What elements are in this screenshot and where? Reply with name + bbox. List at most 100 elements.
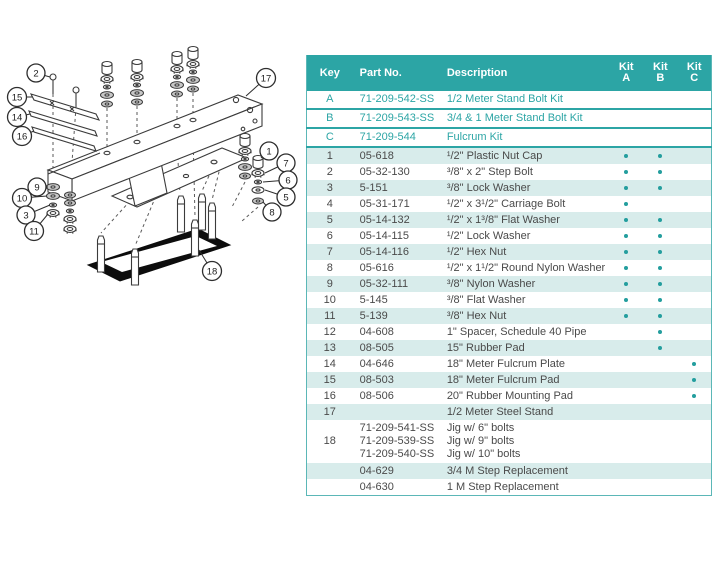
kit-dot bbox=[624, 249, 629, 254]
description-cell: 15" Rubber Pad bbox=[440, 340, 610, 356]
description-cell: 18" Meter Fulcrum Pad bbox=[440, 372, 610, 388]
description-cell: 1 M Step Replacement bbox=[446, 480, 559, 493]
kit-b-cell bbox=[643, 276, 678, 292]
kit-dot bbox=[624, 313, 629, 318]
kit-dot bbox=[658, 217, 663, 222]
header-kit-c: Kit C bbox=[677, 55, 712, 91]
kit-dot bbox=[658, 249, 663, 254]
part-no-cell: 71-209-544 bbox=[352, 128, 441, 148]
key-cell: 9 bbox=[306, 276, 353, 292]
part-no-cell: 5-145 bbox=[359, 293, 388, 306]
key-cell: 12 bbox=[323, 325, 336, 338]
callout-2: 2 bbox=[26, 63, 51, 83]
kit-dot bbox=[624, 185, 629, 190]
header-part-no: Part No. bbox=[352, 55, 441, 91]
header-kit-word: Kit bbox=[618, 61, 634, 73]
kit-dot bbox=[658, 153, 663, 158]
key-cell bbox=[306, 463, 353, 479]
kit-b-cell bbox=[643, 356, 677, 372]
kit-a-cell bbox=[609, 228, 643, 244]
key-cell: 14 bbox=[323, 357, 336, 370]
kit-dot bbox=[658, 233, 663, 238]
kit-a-cell bbox=[609, 212, 644, 228]
kit-c-cell bbox=[677, 463, 712, 479]
description-cell: ¹/2" x 1¹/2" Round Nylon Washer bbox=[446, 261, 606, 274]
svg-text:5: 5 bbox=[283, 193, 288, 204]
part-no-cell: 08-503 bbox=[352, 372, 441, 388]
callout-3: 3 bbox=[16, 204, 51, 225]
part-no-cell: 71-209-541-SS 71-209-539-SS 71-209-540-S… bbox=[359, 422, 435, 460]
header-kit-b: Kit B bbox=[643, 55, 678, 91]
kit-a-cell bbox=[609, 356, 643, 372]
header-kit-c-letter: C bbox=[690, 72, 699, 84]
callout-15: 15 bbox=[6, 86, 32, 108]
kit-c-cell bbox=[677, 308, 712, 324]
part-no-cell: 04-629 bbox=[352, 463, 441, 479]
svg-text:2: 2 bbox=[33, 69, 38, 80]
callout-5: 5 bbox=[264, 187, 296, 207]
kit-b-cell bbox=[643, 260, 677, 276]
bolt-stack bbox=[169, 50, 185, 98]
kit-c-cell bbox=[677, 228, 711, 244]
kit-b-cell bbox=[643, 196, 677, 212]
description-cell: ³/8" x 2" Step Bolt bbox=[446, 165, 533, 178]
part-no-cell: 04-646 bbox=[359, 357, 394, 370]
key-cell: A bbox=[306, 91, 353, 110]
kit-a-cell bbox=[609, 128, 644, 148]
part-no-cell: 05-616 bbox=[359, 261, 394, 274]
description-cell: ¹/2" Hex Nut bbox=[440, 244, 610, 260]
key-cell: 7 bbox=[306, 244, 353, 260]
callout-11: 11 bbox=[23, 213, 49, 242]
callout-14: 14 bbox=[6, 106, 31, 128]
part-no-cell: 05-32-130 bbox=[359, 165, 410, 178]
key-cell: 10 bbox=[323, 293, 336, 306]
part-no-cell: 04-608 bbox=[359, 325, 394, 338]
kit-a-cell bbox=[609, 404, 644, 420]
key-cell: 4 bbox=[326, 197, 333, 210]
kit-c-cell bbox=[677, 479, 711, 496]
kit-a-cell bbox=[609, 196, 643, 212]
table-header-row: Key Part No. Description Kit A Kit B Kit… bbox=[306, 55, 712, 91]
kit-c-cell bbox=[677, 292, 711, 308]
kit-b-cell bbox=[643, 372, 678, 388]
key-cell: 3 bbox=[306, 180, 353, 196]
description-cell: 20" Rubber Mounting Pad bbox=[446, 389, 574, 402]
svg-text:1: 1 bbox=[266, 147, 271, 158]
kit-c-cell bbox=[677, 372, 712, 388]
washer-stack-left bbox=[45, 183, 61, 219]
kit-dot bbox=[658, 265, 663, 270]
description-cell: ¹/2" Plastic Nut Cap bbox=[440, 147, 610, 164]
kit-a-cell bbox=[609, 260, 643, 276]
kit-a-cell bbox=[609, 292, 643, 308]
description-cell: ¹/2" x 1³/8" Flat Washer bbox=[440, 212, 610, 228]
part-no-cell: 08-506 bbox=[359, 389, 394, 402]
kit-b-cell bbox=[643, 308, 678, 324]
part-no-cell: 08-505 bbox=[352, 340, 441, 356]
description-cell: 3/4 M Step Replacement bbox=[440, 463, 610, 479]
kit-dot bbox=[624, 297, 629, 302]
kit-a-cell bbox=[609, 180, 644, 196]
kit-c-cell bbox=[677, 388, 711, 404]
kit-b-cell bbox=[643, 324, 677, 340]
hardware-stack-right-b bbox=[251, 154, 265, 205]
bolt-stack bbox=[185, 45, 201, 93]
kit-a-cell bbox=[609, 308, 644, 324]
key-cell: 13 bbox=[306, 340, 353, 356]
kit-b-cell bbox=[643, 292, 677, 308]
kit-dot bbox=[692, 361, 697, 366]
